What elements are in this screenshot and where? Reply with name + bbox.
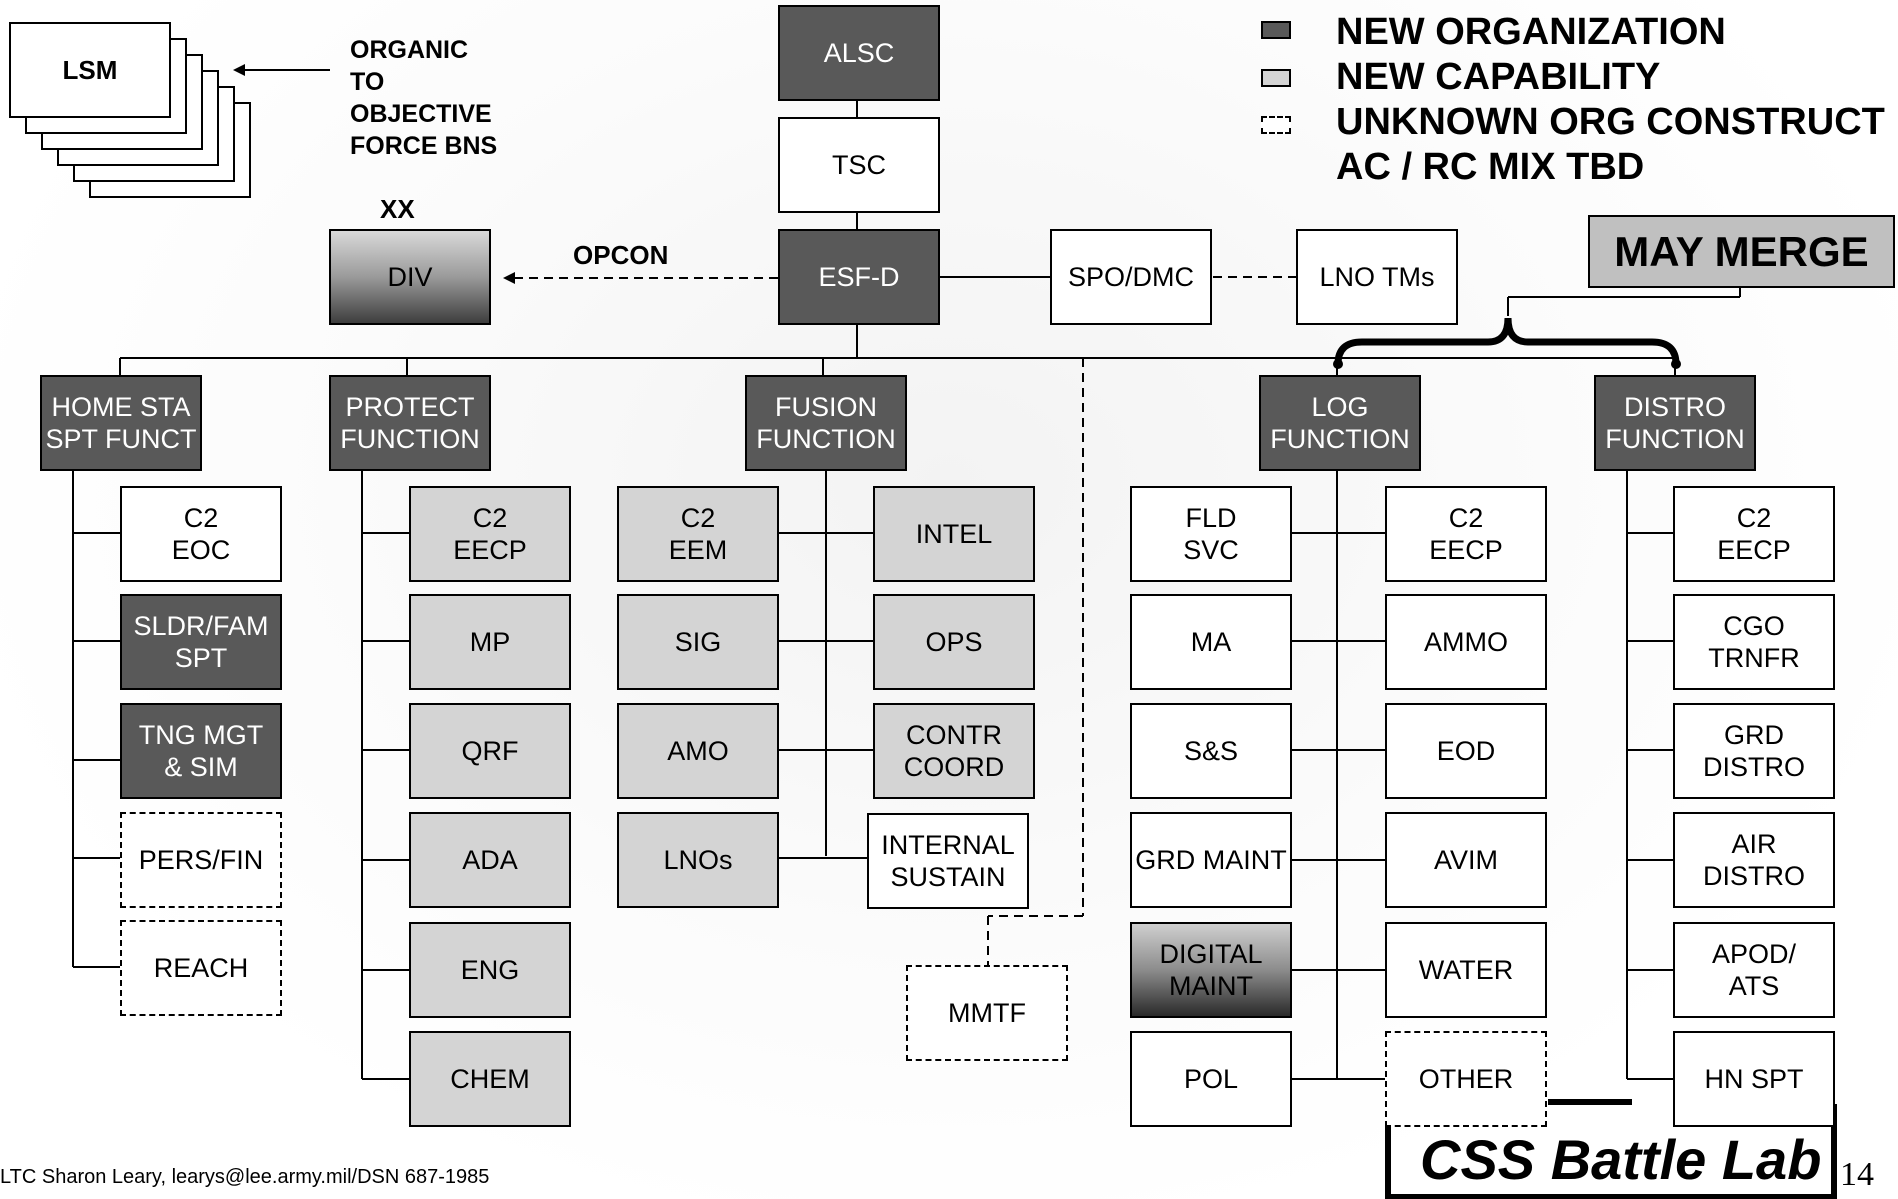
legend-ac-rc-mix: AC / RC MIX TBD — [1336, 146, 1645, 188]
lsm-note: ORGANIC TO OBJECTIVE FORCE BNS — [350, 36, 498, 160]
log-item: AVIM — [1385, 812, 1547, 908]
css-battle-lab-title: CSS Battle Lab — [1420, 1128, 1822, 1191]
legend-swatch-new-capability — [1261, 69, 1291, 87]
log-item: MA — [1130, 594, 1292, 690]
may-merge-box: MAY MERGE — [1588, 215, 1895, 288]
protect-item: CHEM — [409, 1031, 571, 1127]
distro-item: AIR DISTRO — [1673, 812, 1835, 908]
log-item: DIGITAL MAINT — [1130, 922, 1292, 1018]
home-item: REACH — [120, 920, 282, 1016]
lsm-box: LSM — [9, 22, 171, 118]
legend-swatch-new-organization — [1261, 21, 1291, 39]
distro-item: APOD/ ATS — [1673, 922, 1835, 1018]
log-item: GRD MAINT — [1130, 812, 1292, 908]
distro-item: GRD DISTRO — [1673, 703, 1835, 799]
distro-function: DISTRO FUNCTION — [1594, 375, 1756, 471]
home-item: TNG MGT & SIM — [120, 703, 282, 799]
spo-dmc-box: SPO/DMC — [1050, 229, 1212, 325]
div-echelon-label: XX — [380, 194, 415, 224]
alsc-box: ALSC — [778, 5, 940, 101]
home-station-function: HOME STA SPT FUNCT — [40, 375, 202, 471]
log-item: FLD SVC — [1130, 486, 1292, 582]
home-item: SLDR/FAM SPT — [120, 594, 282, 690]
fusion-item: LNOs — [617, 812, 779, 908]
log-item: POL — [1130, 1031, 1292, 1127]
distro-item: C2 EECP — [1673, 486, 1835, 582]
log-item: EOD — [1385, 703, 1547, 799]
protect-item: ENG — [409, 922, 571, 1018]
mmtf-box: MMTF — [906, 965, 1068, 1061]
lno-tms-box: LNO TMs — [1296, 229, 1458, 325]
author-credit: LTC Sharon Leary, learys@lee.army.mil/DS… — [0, 1166, 490, 1188]
opcon-label: OPCON — [573, 240, 669, 270]
legend-unknown-construct: UNKNOWN ORG CONSTRUCT — [1336, 101, 1885, 143]
home-item: PERS/FIN — [120, 812, 282, 908]
legend-new-organization: NEW ORGANIZATION — [1336, 11, 1726, 53]
log-item: OTHER — [1385, 1031, 1547, 1127]
log-item: AMMO — [1385, 594, 1547, 690]
protect-item: MP — [409, 594, 571, 690]
fusion-item: AMO — [617, 703, 779, 799]
log-item: WATER — [1385, 922, 1547, 1018]
page-number: 14 — [1840, 1156, 1874, 1193]
fusion-function: FUSION FUNCTION — [745, 375, 907, 471]
div-box: DIV — [329, 229, 491, 325]
log-function: LOG FUNCTION — [1259, 375, 1421, 471]
distro-item: HN SPT — [1673, 1031, 1835, 1127]
fusion-item: C2 EEM — [617, 486, 779, 582]
log-item: C2 EECP — [1385, 486, 1547, 582]
distro-item: CGO TRNFR — [1673, 594, 1835, 690]
home-item: C2 EOC — [120, 486, 282, 582]
legend-swatch-unknown — [1261, 116, 1291, 134]
protect-item: QRF — [409, 703, 571, 799]
fusion-item: INTEL — [873, 486, 1035, 582]
protect-function: PROTECT FUNCTION — [329, 375, 491, 471]
protect-item: ADA — [409, 812, 571, 908]
tsc-box: TSC — [778, 117, 940, 213]
legend-new-capability: NEW CAPABILITY — [1336, 56, 1661, 98]
fusion-item: CONTR COORD — [873, 703, 1035, 799]
log-item: S&S — [1130, 703, 1292, 799]
protect-item: C2 EECP — [409, 486, 571, 582]
fusion-item: SIG — [617, 594, 779, 690]
esf-d-box: ESF-D — [778, 229, 940, 325]
fusion-item: INTERNAL SUSTAIN — [867, 813, 1029, 909]
fusion-item: OPS — [873, 594, 1035, 690]
